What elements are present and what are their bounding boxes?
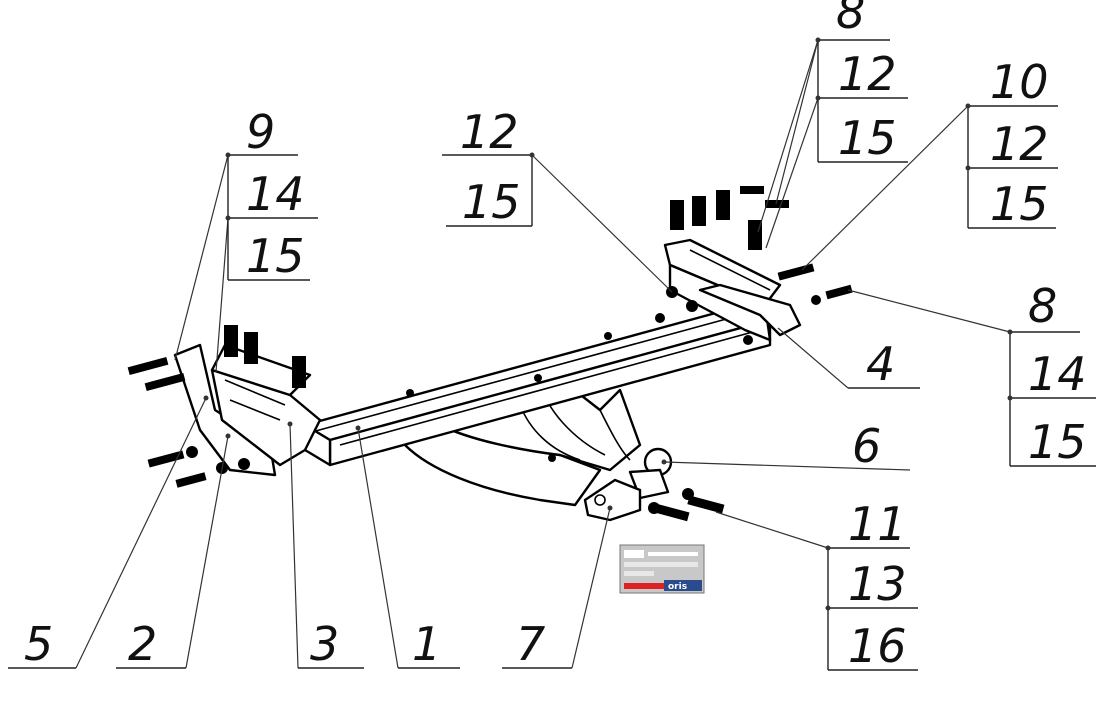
callout-11-row-1: 11 bbox=[848, 497, 907, 551]
callout-8-right-row-1: 8 bbox=[1028, 279, 1057, 333]
callout-2-label: 2 bbox=[128, 617, 157, 671]
callout-6-label: 6 bbox=[852, 419, 881, 473]
callout-12: 12 15 bbox=[442, 105, 673, 293]
callout-12-row-2: 15 bbox=[462, 175, 521, 229]
callout-8-right: 8 14 15 bbox=[847, 279, 1096, 469]
assembly-parts: oris bbox=[127, 186, 853, 594]
callout-3: 3 bbox=[287, 421, 364, 671]
callout-6: 6 bbox=[661, 419, 911, 473]
callout-10-row-3: 15 bbox=[990, 177, 1049, 231]
callout-3-label: 3 bbox=[310, 617, 339, 671]
plate-brand: oris bbox=[668, 582, 687, 592]
callout-9: 9 14 15 bbox=[174, 105, 318, 373]
fasteners bbox=[127, 186, 853, 522]
callout-4-label: 4 bbox=[866, 337, 895, 391]
callout-2: 2 bbox=[116, 433, 231, 671]
callout-11: 11 13 16 bbox=[715, 497, 918, 673]
callout-8-right-row-2: 14 bbox=[1028, 347, 1087, 401]
callout-1: 1 bbox=[355, 425, 460, 671]
callout-10: 10 12 15 bbox=[801, 55, 1058, 271]
callout-8-right-row-3: 15 bbox=[1028, 415, 1087, 469]
callout-1-label: 1 bbox=[412, 617, 441, 671]
callout-11-row-2: 13 bbox=[848, 557, 907, 611]
callout-4: 4 bbox=[777, 327, 920, 391]
callout-10-row-2: 12 bbox=[990, 117, 1049, 171]
callout-8-top-row-3: 15 bbox=[838, 111, 897, 165]
callout-9-row-3: 15 bbox=[246, 229, 305, 283]
tow-ball bbox=[583, 447, 673, 522]
callout-5-label: 5 bbox=[24, 617, 53, 671]
callout-12-row-1: 12 bbox=[460, 105, 519, 159]
callout-7: 7 bbox=[502, 505, 613, 671]
callout-8-top-row-1: 8 bbox=[836, 0, 865, 39]
drawbar bbox=[403, 373, 642, 507]
right-bracket bbox=[663, 238, 802, 342]
callout-9-row-2: 14 bbox=[246, 167, 305, 221]
callout-7-label: 7 bbox=[516, 617, 545, 671]
callouts: 9 14 15 12 15 8 12 15 bbox=[8, 0, 1096, 673]
callout-8-top-row-2: 12 bbox=[838, 47, 897, 101]
callout-5: 5 bbox=[8, 395, 209, 671]
callout-10-row-1: 10 bbox=[990, 55, 1049, 109]
callout-9-row-1: 9 bbox=[246, 105, 275, 159]
callout-8-top: 8 12 15 bbox=[757, 0, 908, 249]
identification-plate: oris bbox=[619, 544, 705, 594]
callout-11-row-3: 16 bbox=[848, 619, 907, 673]
left-bracket bbox=[173, 343, 322, 477]
